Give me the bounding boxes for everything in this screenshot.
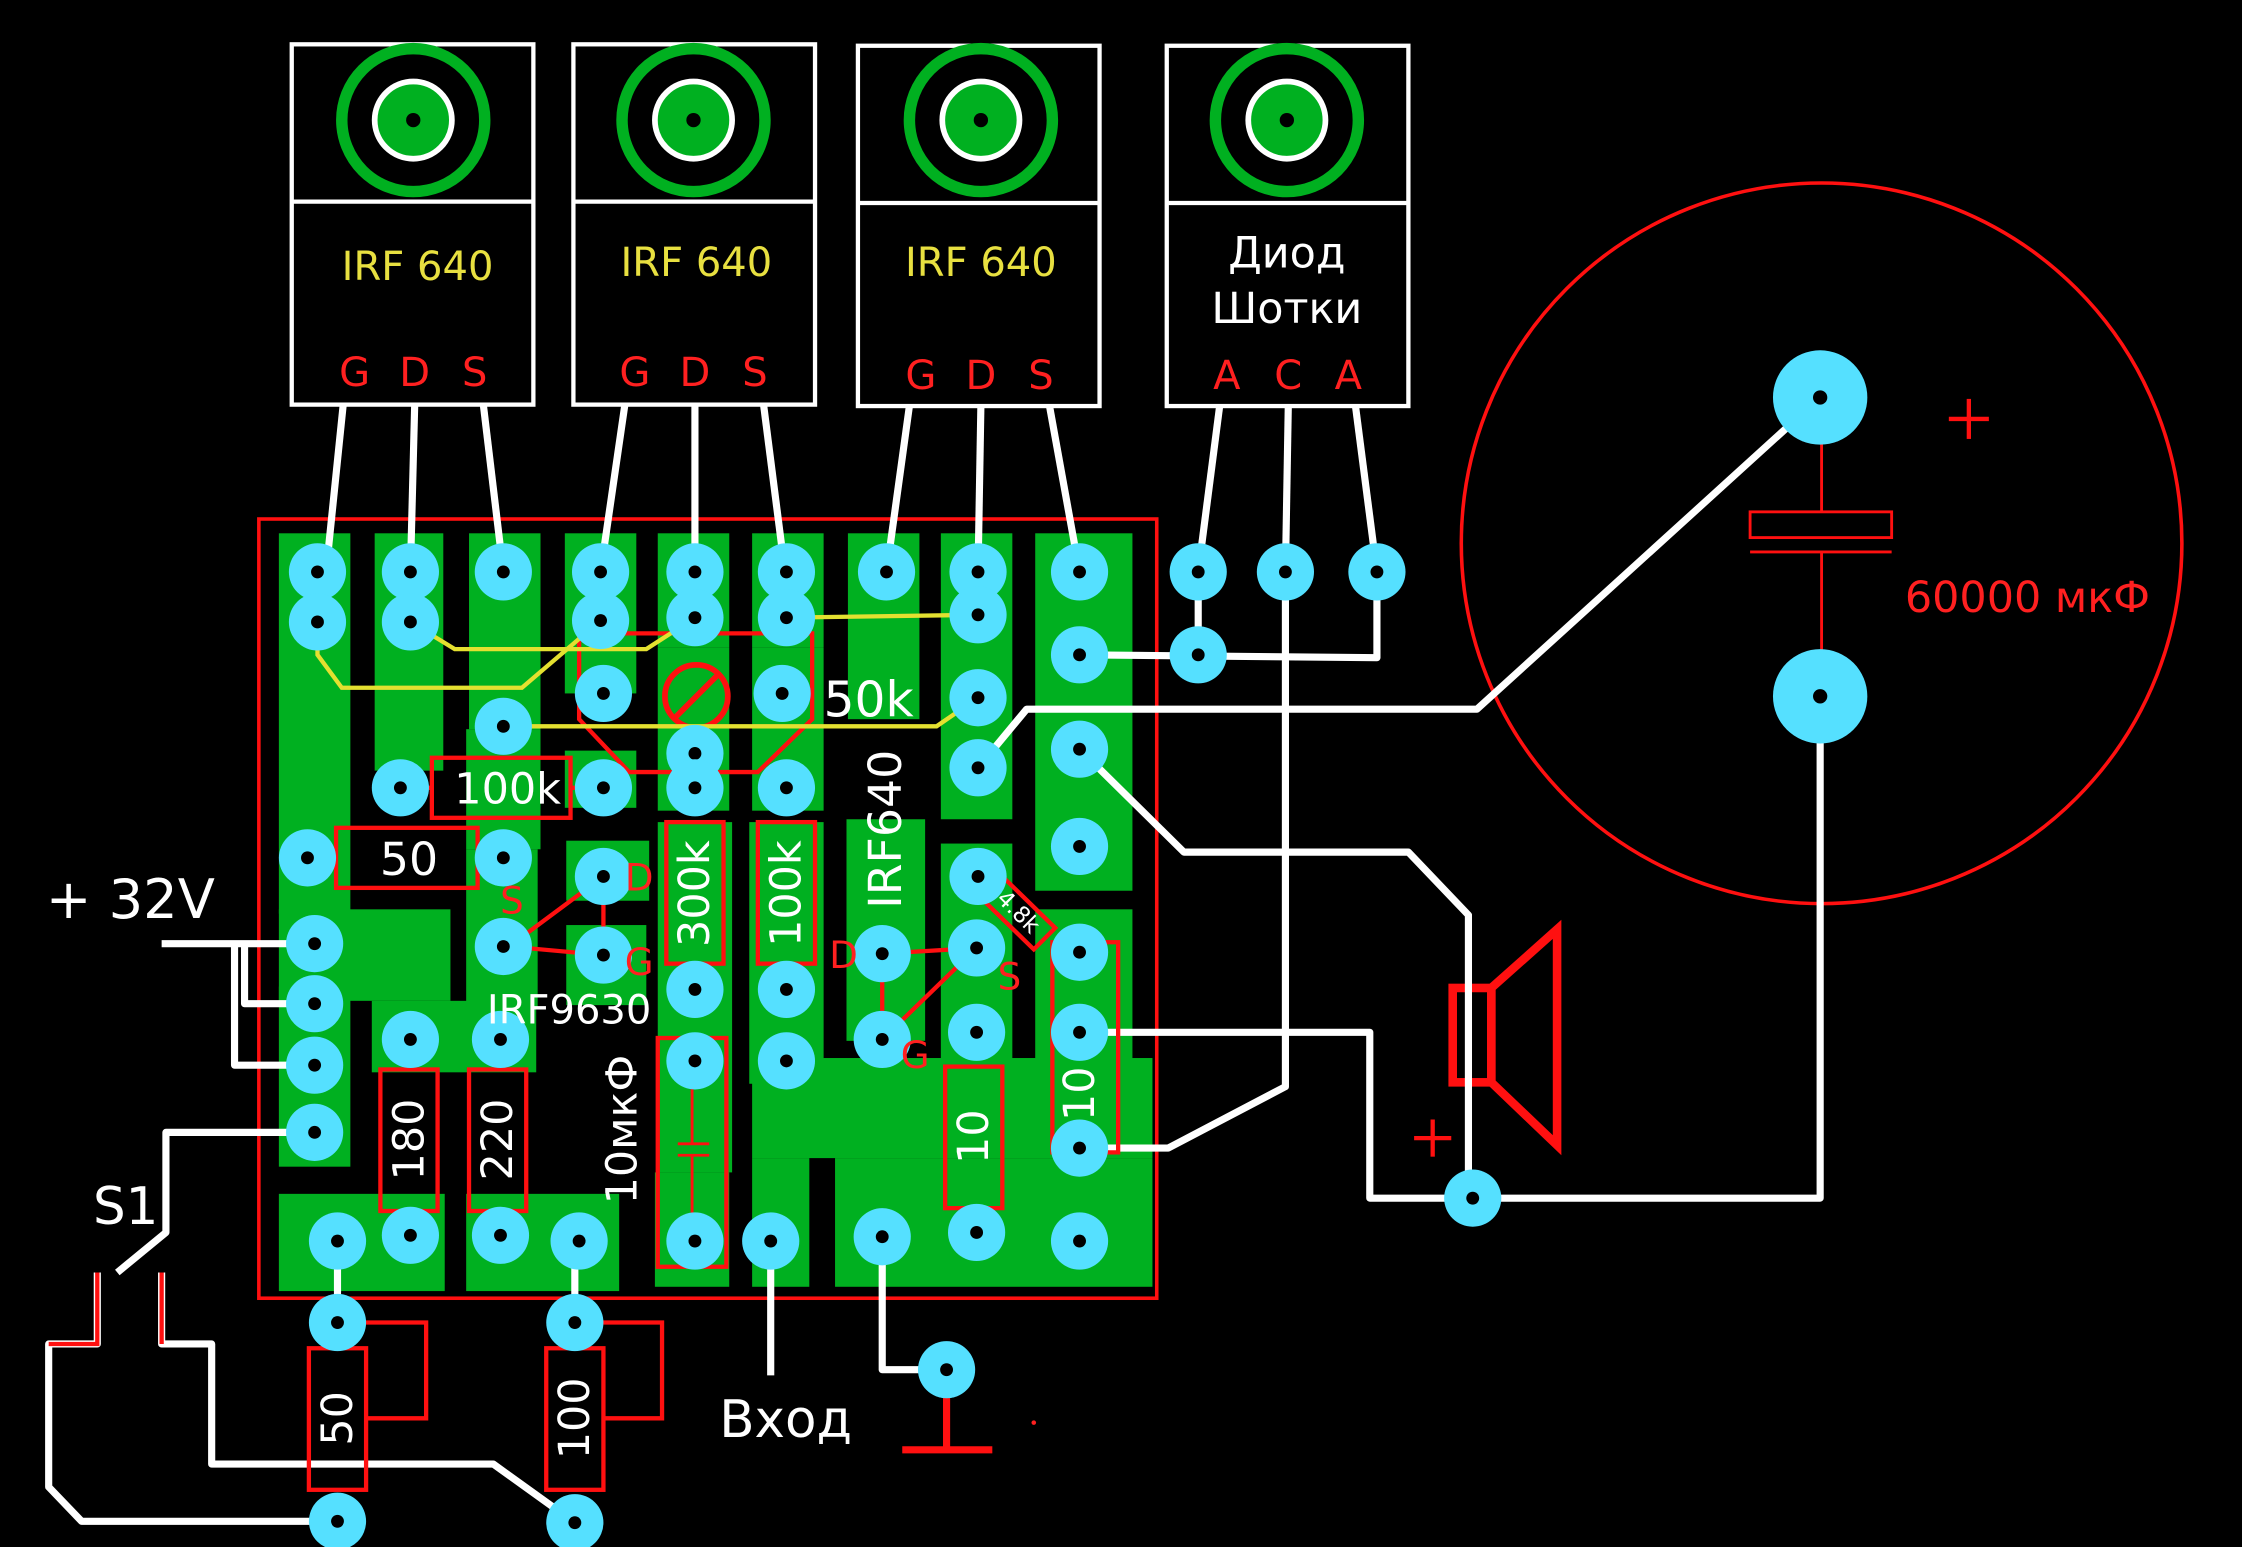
n-pin-s-label: S bbox=[998, 954, 1022, 998]
switch-label: S1 bbox=[93, 1177, 158, 1237]
diode-pin-a2: A bbox=[1335, 353, 1363, 399]
t3-pin-g: G bbox=[905, 353, 936, 399]
r10-a-label: 10 bbox=[949, 1109, 999, 1164]
input-label: Вход bbox=[719, 1390, 852, 1450]
trimmer-outline bbox=[576, 631, 815, 775]
transistor-3-label: IRF 640 bbox=[905, 240, 1057, 286]
r300k-label: 300k bbox=[670, 840, 720, 947]
r50-h-label: 50 bbox=[380, 833, 438, 886]
r100k-v-label: 100k bbox=[762, 840, 812, 947]
mosfet-symbols bbox=[503, 872, 983, 1045]
t3-pin-d: D bbox=[965, 353, 996, 399]
diode-label-line1: Диод bbox=[1228, 228, 1345, 278]
p-pin-d-label: D bbox=[625, 856, 654, 900]
t2-pin-g: G bbox=[619, 350, 650, 396]
capacitor-value: 60000 мкФ bbox=[1905, 573, 2150, 623]
r100k-h-label: 100k bbox=[454, 765, 561, 815]
trimmer-value: 50k bbox=[824, 672, 914, 728]
switch-icon bbox=[48, 1272, 164, 1347]
r100-ext-label: 100 bbox=[550, 1377, 600, 1459]
mosfet-p-label: IRF9630 bbox=[487, 988, 651, 1034]
board-outline bbox=[257, 517, 1159, 1301]
supply-label: + 32V bbox=[46, 868, 215, 931]
t1-pin-s: S bbox=[462, 350, 487, 396]
pads bbox=[278, 350, 1868, 1547]
t1-pin-d: D bbox=[399, 350, 430, 396]
speaker-plus-icon bbox=[1414, 1119, 1452, 1157]
n-pin-d-label: D bbox=[829, 933, 858, 977]
mounting-holes bbox=[336, 42, 1365, 198]
transistor-packages bbox=[289, 42, 1411, 409]
cap-plus-icon bbox=[1948, 398, 1989, 439]
mosfet-n-label: IRF640 bbox=[859, 750, 912, 909]
diode-pin-a1: A bbox=[1213, 353, 1241, 399]
t1-pin-g: G bbox=[339, 350, 370, 396]
p-pin-s-label: S bbox=[500, 879, 524, 923]
n-pin-g-label: G bbox=[901, 1033, 930, 1077]
r220-label: 220 bbox=[473, 1099, 523, 1181]
p-pin-g-label: G bbox=[625, 940, 654, 984]
transistor-1-label: IRF 640 bbox=[342, 244, 494, 290]
t2-pin-s: S bbox=[742, 350, 767, 396]
diode-pin-c: C bbox=[1274, 353, 1302, 399]
ground-dot bbox=[1031, 1420, 1037, 1425]
diode-label-line2: Шотки bbox=[1211, 284, 1362, 334]
r180-label: 180 bbox=[384, 1099, 434, 1181]
t2-pin-d: D bbox=[680, 350, 711, 396]
cap-small-label: 10мкФ bbox=[597, 1055, 647, 1205]
r50-ext-label: 50 bbox=[313, 1391, 363, 1446]
r10-b-label: 10 bbox=[1055, 1066, 1105, 1121]
transistor-2-label: IRF 640 bbox=[620, 240, 772, 286]
t3-pin-s: S bbox=[1028, 353, 1053, 399]
capacitor-symbol bbox=[1748, 428, 1894, 658]
